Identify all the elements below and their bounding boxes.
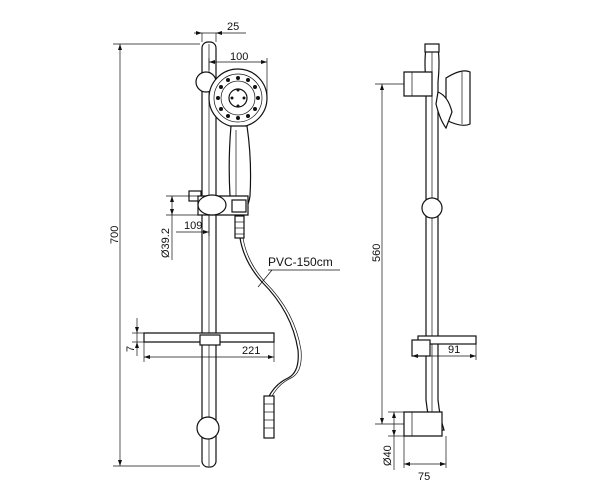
dim-25-label: 25 bbox=[227, 21, 239, 33]
dim-100-label: 100 bbox=[230, 51, 248, 63]
dim-91-label: 91 bbox=[448, 344, 460, 356]
nozzle-dots bbox=[216, 76, 260, 120]
side-bottom-bracket bbox=[403, 411, 443, 437]
dim-109: 109 bbox=[176, 215, 210, 236]
shower-head bbox=[208, 68, 268, 128]
side-holder bbox=[421, 197, 443, 219]
dim-560-label: 560 bbox=[371, 244, 383, 262]
side-shower-head bbox=[435, 70, 471, 130]
dim-75-label: 75 bbox=[418, 471, 430, 483]
dim-7: 7 bbox=[125, 318, 144, 356]
dim-7-label: 7 bbox=[125, 346, 137, 352]
dim-39-2: Ø39.2 bbox=[160, 195, 198, 260]
dim-560: 560 bbox=[371, 83, 404, 425]
dim-40: Ø40 bbox=[382, 411, 404, 470]
dim-700: 700 bbox=[109, 43, 200, 467]
hose-label: PVC-150cm bbox=[268, 255, 333, 269]
soap-shelf bbox=[143, 332, 275, 346]
hose bbox=[239, 237, 299, 399]
side-shelf bbox=[411, 335, 477, 357]
dim-109-label: 109 bbox=[184, 220, 202, 232]
hose-callout: PVC-150cm bbox=[257, 255, 340, 288]
dim-25: 25 bbox=[194, 21, 246, 42]
dim-40-label: Ø40 bbox=[382, 445, 394, 466]
dim-100: 100 bbox=[208, 51, 268, 98]
hose-connector-bottom bbox=[263, 395, 275, 439]
dim-221-label: 221 bbox=[242, 345, 260, 357]
bottom-wall-bracket bbox=[196, 416, 220, 440]
dim-39-2-label: Ø39.2 bbox=[160, 228, 172, 258]
dim-91: 91 bbox=[412, 344, 477, 360]
dim-75: 75 bbox=[403, 436, 447, 483]
dim-700-label: 700 bbox=[109, 226, 121, 244]
side-top-cap bbox=[424, 43, 440, 53]
dim-221: 221 bbox=[143, 342, 275, 362]
front-view: 25 100 700 Ø39.2 bbox=[109, 21, 340, 468]
side-view: 560 91 Ø40 75 bbox=[371, 43, 477, 483]
side-top-bracket bbox=[403, 71, 433, 97]
hose-connector-top bbox=[234, 215, 245, 239]
